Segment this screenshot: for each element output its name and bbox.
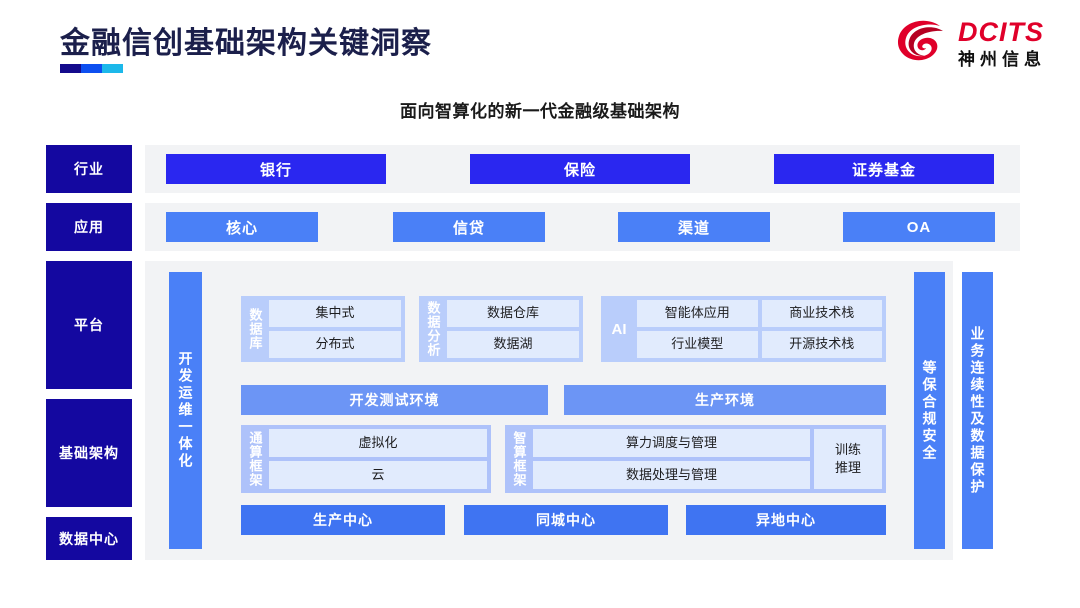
cell-commercial-stack[interactable]: 商业技术栈: [761, 300, 882, 327]
module-data-analytics[interactable]: 数据分析 数据仓库 数据湖: [419, 296, 583, 362]
module-analytics-title: 数据分析: [425, 301, 441, 357]
module-database[interactable]: 数据库 集中式 分布式: [241, 296, 405, 362]
row-label-platform: 平台: [46, 261, 132, 389]
cell-data-processing[interactable]: 数据处理与管理: [533, 461, 810, 489]
cell-virtualization[interactable]: 虚拟化: [269, 429, 487, 457]
cell-compute-scheduling[interactable]: 算力调度与管理: [533, 429, 810, 457]
rule-segment-2: [81, 64, 102, 73]
module-general-compute-framework[interactable]: 通算框架 虚拟化 云: [241, 425, 491, 493]
cell-centralized[interactable]: 集中式: [269, 300, 401, 327]
cell-train-label: 训练: [834, 442, 861, 458]
module-general-compute-title: 通算框架: [247, 431, 263, 487]
vertical-bar-compliance-security[interactable]: 等保合规安全: [914, 272, 945, 549]
cell-industry-model[interactable]: 行业模型: [637, 331, 758, 358]
chip-app-oa[interactable]: OA: [843, 212, 995, 242]
chip-industry-insurance[interactable]: 保险: [470, 154, 690, 184]
chip-remote-center[interactable]: 异地中心: [686, 505, 886, 535]
cell-agent-application[interactable]: 智能体应用: [637, 300, 758, 327]
chip-industry-bank[interactable]: 银行: [166, 154, 386, 184]
module-ai-title: AI: [611, 320, 627, 338]
vertical-bar-continuity-data-protection[interactable]: 业务连续性及数据保护: [962, 272, 993, 549]
cell-distributed[interactable]: 分布式: [269, 331, 401, 358]
chip-production-environment[interactable]: 生产环境: [564, 385, 886, 415]
module-intelligent-compute-framework[interactable]: 智算框架 算力调度与管理 数据处理与管理 训练 推理: [505, 425, 886, 493]
row-label-infrastructure: 基础架构: [46, 399, 132, 507]
chip-dev-test-environment[interactable]: 开发测试环境: [241, 385, 548, 415]
cell-train-infer[interactable]: 训练 推理: [814, 429, 882, 489]
title-underline: [60, 64, 123, 73]
row-label-industry: 行业: [46, 145, 132, 193]
row-label-datacenter: 数据中心: [46, 517, 132, 560]
row-label-application: 应用: [46, 203, 132, 251]
cell-infer-label: 推理: [834, 460, 861, 475]
chip-metro-center[interactable]: 同城中心: [464, 505, 668, 535]
cell-cloud[interactable]: 云: [269, 461, 487, 489]
page-title: 金融信创基础架构关键洞察: [60, 27, 432, 60]
chip-industry-securities[interactable]: 证券基金: [774, 154, 994, 184]
module-intelligent-compute-title: 智算框架: [511, 431, 527, 487]
chip-app-core[interactable]: 核心: [166, 212, 318, 242]
cell-data-warehouse[interactable]: 数据仓库: [447, 300, 579, 327]
rule-segment-3: [102, 64, 123, 73]
rule-segment-1: [60, 64, 81, 73]
dcits-swirl-icon: [897, 20, 943, 61]
chip-production-center[interactable]: 生产中心: [241, 505, 445, 535]
module-ai[interactable]: AI 智能体应用 商业技术栈 行业模型 开源技术栈: [601, 296, 886, 362]
module-database-title: 数据库: [247, 308, 263, 350]
logo-cn-text: 神州信息: [958, 49, 1046, 69]
cell-open-source-stack[interactable]: 开源技术栈: [761, 331, 882, 358]
diagram-subtitle: 面向智算化的新一代金融级基础架构: [400, 102, 680, 121]
brand-logo: DCITS 神州信息: [896, 18, 1046, 68]
chip-app-channel[interactable]: 渠道: [618, 212, 770, 242]
cell-data-lake[interactable]: 数据湖: [447, 331, 579, 358]
logo-en-text: DCITS: [958, 16, 1044, 47]
vertical-bar-devops[interactable]: 开发运维一体化: [169, 272, 202, 549]
chip-app-credit[interactable]: 信贷: [393, 212, 545, 242]
